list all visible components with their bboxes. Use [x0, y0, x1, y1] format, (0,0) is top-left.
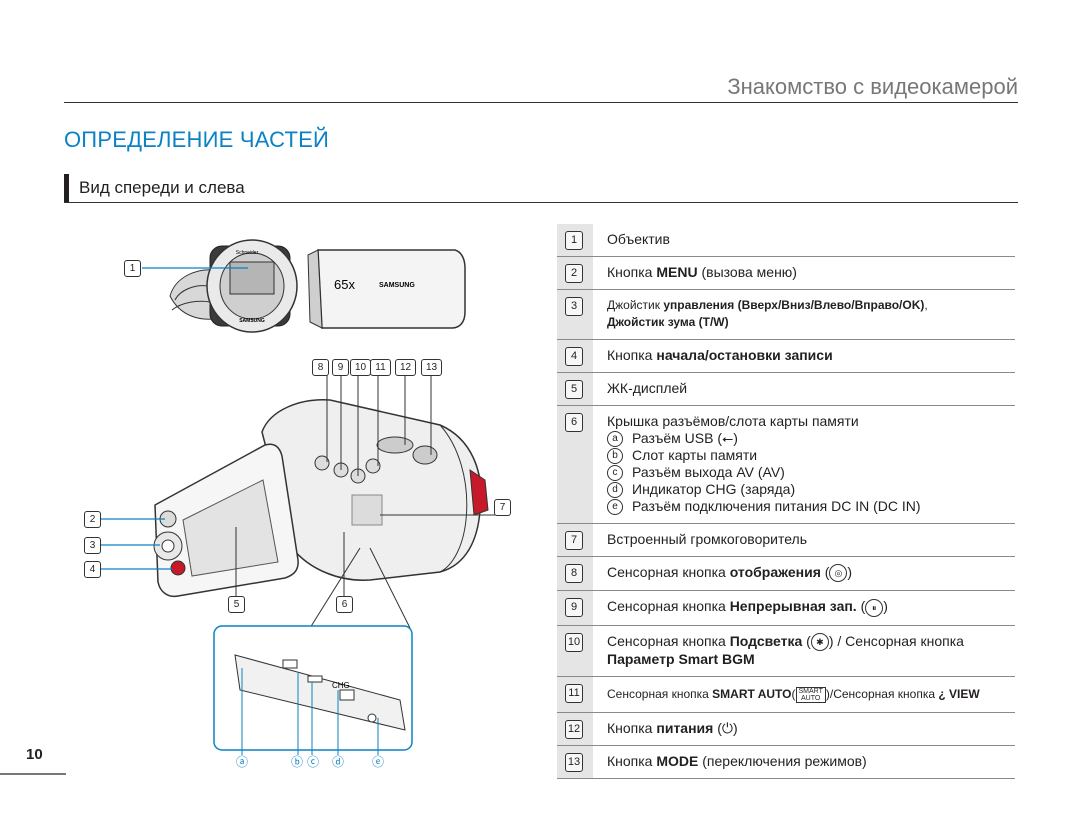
lens-brand-label: Schneider: [236, 250, 259, 256]
section-header-title: Знакомство с видеокамерой: [727, 74, 1018, 99]
callout-5: 5: [228, 596, 245, 613]
callout-12: 12: [395, 359, 416, 376]
table-row: 7 Встроенный громкоговоритель: [557, 524, 1015, 557]
port-label-d: ⓓ: [332, 755, 344, 769]
callout-3: 3: [84, 537, 101, 554]
subsection-divider: [64, 202, 1018, 203]
port-label-b: ⓑ: [291, 755, 303, 769]
table-row: 10 Сенсорная кнопка Подсветка (✱) / Сенс…: [557, 625, 1015, 677]
backlight-icon: ✱: [810, 632, 829, 651]
row-number: 12: [565, 719, 583, 739]
usb-icon: ⭠: [722, 430, 734, 446]
callout-13: 13: [421, 359, 442, 376]
callout-6: 6: [336, 596, 353, 613]
port-label-e: ⓔ: [372, 755, 384, 769]
callout-7: 7: [494, 499, 511, 516]
row-number: 3: [565, 297, 583, 316]
callout-8: 8: [312, 359, 329, 376]
row-number: 9: [565, 598, 583, 618]
table-row: 1 Объектив: [557, 224, 1015, 257]
callout-11: 11: [370, 359, 391, 376]
table-row: 4 Кнопка начала/остановки записи: [557, 340, 1015, 373]
camera-side-view: [153, 399, 489, 598]
page-number-rule: [0, 773, 66, 775]
page-title: ОПРЕДЕЛЕНИЕ ЧАСТЕЙ: [64, 127, 329, 152]
row-number: 1: [565, 231, 583, 250]
callout-4: 4: [84, 561, 101, 578]
continuous-rec-icon: ⏸: [865, 598, 884, 617]
chg-label: CHG: [332, 681, 350, 690]
table-row: 3 Джойстик управления (Вверх/Вниз/Влево/…: [557, 290, 1015, 340]
table-row: 2 Кнопка MENU (вызова меню): [557, 257, 1015, 290]
page-number: 10: [26, 746, 43, 763]
row-number: 5: [565, 380, 583, 399]
power-icon: ⏻: [721, 719, 733, 736]
port-label-a: ⓐ: [236, 755, 248, 769]
callout-2: 2: [84, 511, 101, 528]
port-label-c: ⓒ: [307, 755, 319, 769]
brand-label: SAMSUNG: [379, 282, 415, 289]
table-row: 8 Сенсорная кнопка отображения (◎): [557, 557, 1015, 592]
row-number: 7: [565, 531, 583, 550]
callout-10: 10: [350, 359, 371, 376]
table-row: 13 Кнопка MODE (переключения режимов): [557, 745, 1015, 779]
row-number: 10: [565, 632, 583, 652]
display-icon: ◎: [829, 564, 848, 583]
subsection-title: Вид спереди и слева: [79, 178, 245, 197]
row-number: 6: [565, 413, 583, 432]
row-number: 13: [565, 752, 583, 772]
callout-1: 1: [124, 260, 141, 277]
subsection-marker: [64, 174, 69, 202]
row-text: Объектив: [607, 231, 670, 247]
row-number: 2: [565, 264, 583, 283]
table-row: 9 Сенсорная кнопка Непрерывная зап. (⏸): [557, 591, 1015, 626]
callout-9: 9: [332, 359, 349, 376]
header-divider: [64, 102, 1018, 103]
lens-brand-bottom: SAMSUNG: [239, 318, 265, 324]
row-number: 4: [565, 347, 583, 366]
table-row: 5 ЖК-дисплей: [557, 373, 1015, 406]
parts-table: 1 Объектив 2 Кнопка MENU (вызова меню) 3…: [557, 224, 1015, 779]
camera-front-view: [169, 239, 466, 333]
row-number: 11: [565, 683, 583, 703]
table-row: 12 Кнопка питания (⏻): [557, 712, 1015, 746]
row-number: 8: [565, 564, 583, 583]
zoom-label: 65x: [334, 277, 355, 292]
